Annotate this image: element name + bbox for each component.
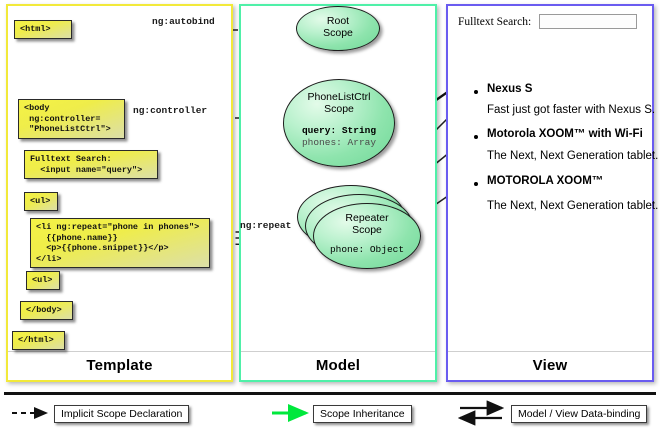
scope-phonelistctrl-prop-phones: phones: Array — [301, 137, 377, 148]
legend-item-model-view-data-binding: Model / View Data-binding — [511, 405, 648, 423]
template-box-html-close[interactable]: </html> — [12, 331, 65, 350]
template-divider — [8, 351, 231, 352]
template-box-li-repeat[interactable]: <li ng:repeat="phone in phones"> {{phone… — [30, 218, 210, 268]
template-box-ul-open[interactable]: <ul> — [24, 192, 58, 211]
connector-label-ng-controller: ng:controller — [133, 105, 208, 116]
column-label-template: Template — [86, 357, 153, 374]
connector-label-ng-repeat: ng:repeat — [240, 220, 292, 231]
scope-root[interactable]: Root Scope — [296, 6, 380, 51]
scope-repeater-title-1: Repeater — [345, 212, 389, 224]
legend-item-scope-inheritance: Scope Inheritance — [313, 405, 412, 423]
scope-phonelistctrl-title-2: Scope — [324, 103, 354, 115]
template-box-html-open[interactable]: <html> — [14, 20, 72, 39]
view-bullet-2 — [474, 135, 478, 139]
template-box-fulltext-search[interactable]: Fulltext Search: <input name="query"> — [24, 150, 158, 179]
scope-phonelistctrl-prop-query: query: String — [301, 125, 377, 136]
view-phone-snippet-1: Fast just got faster with Nexus S. — [487, 104, 656, 116]
column-label-model: Model — [315, 357, 361, 374]
view-divider — [448, 351, 652, 352]
template-box-ul-close[interactable]: <ul> — [26, 271, 60, 290]
column-view: View — [446, 4, 654, 382]
legend-arrow-double — [457, 400, 505, 426]
view-phone-name-1: Nexus S — [487, 83, 533, 95]
view-phone-snippet-2: The Next, Next Generation tablet. — [487, 150, 659, 162]
view-bullet-3 — [474, 182, 478, 186]
template-box-body-close[interactable]: </body> — [20, 301, 73, 320]
connector-label-ng-autobind: ng:autobind — [152, 16, 215, 27]
scope-repeater-title-2: Scope — [352, 224, 382, 236]
legend-separator — [4, 392, 656, 395]
template-box-body-controller[interactable]: <body ng:controller= "PhoneListCtrl"> — [18, 99, 125, 139]
model-divider — [241, 351, 435, 352]
view-phone-name-3: MOTOROLA XOOM™ — [487, 175, 604, 187]
scope-phonelistctrl-title-1: PhoneListCtrl — [307, 91, 371, 103]
scope-root-title-2: Scope — [323, 27, 353, 39]
view-bullet-1 — [474, 90, 478, 94]
scope-repeater[interactable]: Repeater Scope phone: Object — [313, 203, 421, 269]
view-search-input[interactable] — [539, 14, 637, 29]
scope-phonelistctrl[interactable]: PhoneListCtrl Scope query: String phones… — [283, 79, 395, 167]
scope-repeater-prop-phone: phone: Object — [329, 244, 405, 255]
legend-item-implicit-scope-declaration: Implicit Scope Declaration — [54, 405, 190, 423]
scope-root-title-1: Root — [326, 15, 350, 27]
view-search-label: Fulltext Search: — [458, 16, 532, 28]
view-phone-name-2: Motorola XOOM™ with Wi-Fi — [487, 128, 643, 140]
view-phone-snippet-3: The Next, Next Generation tablet. — [487, 200, 659, 212]
column-label-view: View — [532, 357, 568, 374]
